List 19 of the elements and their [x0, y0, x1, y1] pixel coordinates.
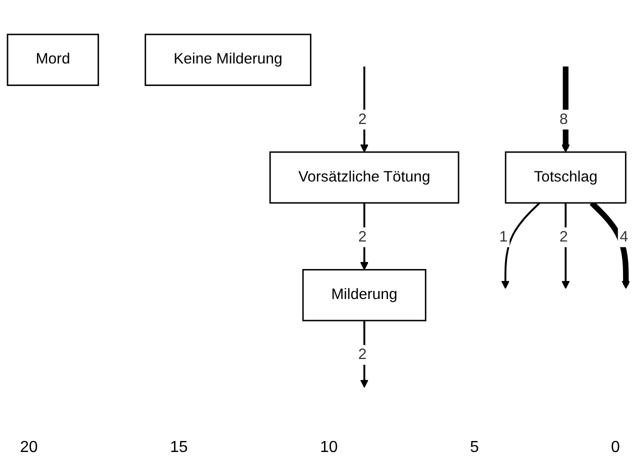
arrow — [501, 202, 540, 289]
arrow — [360, 66, 368, 152]
axis-tick-label: 0 — [611, 439, 620, 457]
edge-label: 2 — [356, 345, 369, 365]
process-box: Mord — [6, 34, 100, 86]
process-box: Milderung — [302, 269, 426, 322]
axis-tick-label: 5 — [470, 439, 479, 457]
edge-label: 2 — [356, 110, 369, 130]
edge-label: 8 — [558, 110, 570, 130]
process-box: Totschlag — [504, 151, 626, 204]
arrow — [562, 202, 570, 289]
edge-label: 2 — [558, 227, 570, 248]
edge-label: 2 — [356, 227, 369, 248]
axis-tick-label: 10 — [320, 439, 338, 457]
axis-tick-label: 20 — [20, 439, 38, 457]
edge-label: 4 — [618, 227, 630, 248]
process-box: Vorsätzliche Tötung — [269, 151, 460, 204]
axis-tick-label: 15 — [170, 439, 188, 457]
process-box: Keine Milderung — [144, 34, 312, 86]
